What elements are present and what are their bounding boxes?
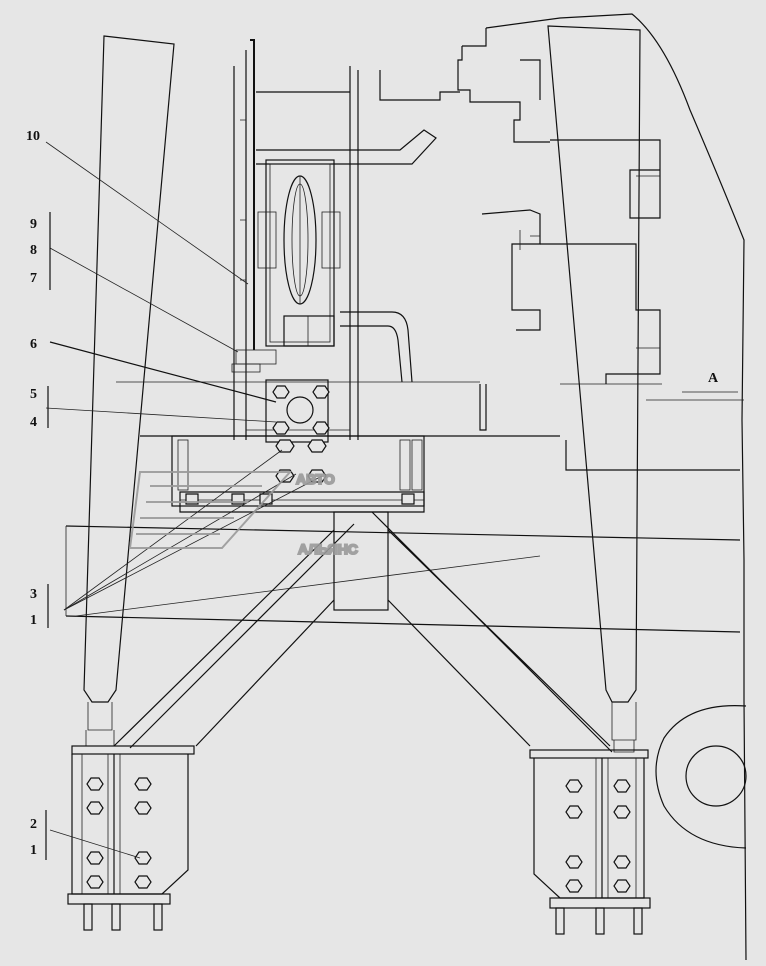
callout-7: 7 xyxy=(30,271,37,286)
diagonal-struts xyxy=(113,511,613,753)
callout-1-upper: 1 xyxy=(30,613,37,628)
callout-10: 10 xyxy=(26,129,40,144)
right-leg xyxy=(547,25,641,753)
right-foot-bolts xyxy=(565,779,631,893)
callout-5: 5 xyxy=(30,387,37,402)
body-outline xyxy=(485,13,747,961)
left-foot xyxy=(67,745,195,931)
watermark-line1: АВТО xyxy=(296,471,335,487)
wheel xyxy=(655,705,747,849)
leader-lines xyxy=(45,141,738,860)
callout-4: 4 xyxy=(30,415,37,430)
left-foot-bolts xyxy=(86,777,152,889)
winch-assembly xyxy=(116,39,480,443)
right-foot xyxy=(529,749,651,935)
view-a-label: A xyxy=(708,371,719,386)
cross-beam xyxy=(65,435,741,633)
callout-8: 8 xyxy=(30,243,37,258)
left-leg xyxy=(83,35,175,747)
callout-9: 9 xyxy=(30,217,37,232)
callout-2: 2 xyxy=(30,817,37,832)
watermark-logo-icon xyxy=(128,471,293,549)
right-mechanism xyxy=(379,28,740,471)
watermark: АВТО АЛЬЯНС xyxy=(128,470,359,558)
watermark-line2: АЛЬЯНС xyxy=(298,541,358,557)
callout-1-lower: 1 xyxy=(30,843,37,858)
callout-6: 6 xyxy=(30,337,37,352)
callout-labels: 10 9 8 7 6 5 4 3 1 2 1 A xyxy=(26,129,719,858)
callout-3: 3 xyxy=(30,587,37,602)
